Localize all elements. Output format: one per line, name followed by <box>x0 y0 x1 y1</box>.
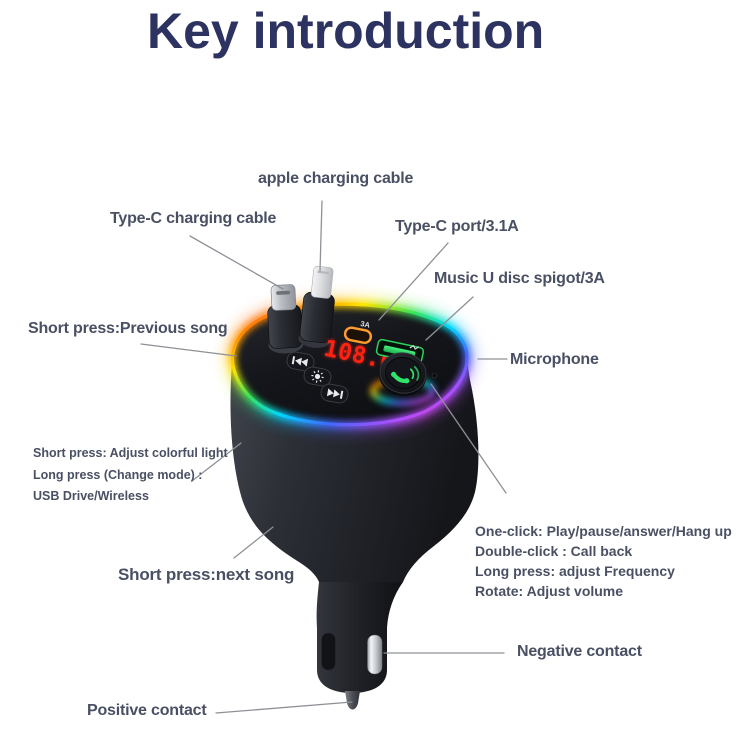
knob-line-3: Long press: adjust Frequency <box>475 563 675 579</box>
callout-label-positive-contact: Positive contact <box>87 702 207 719</box>
callout-label-usb-port: Music U disc spigot/3A <box>434 270 605 287</box>
callout-line-positive-contact <box>215 701 353 714</box>
callout-label-next-song: Short press:next song <box>118 565 295 584</box>
next-track-button[interactable] <box>320 383 350 404</box>
multifunction-knob[interactable] <box>375 349 430 400</box>
lightning-connector <box>298 265 335 348</box>
fast-charge-3a-icon: 3A <box>360 319 372 330</box>
light-button-line-1: Short press: Adjust colorful light <box>33 446 228 460</box>
microphone-hole <box>431 372 438 379</box>
light-button-line-3: USB Drive/Wireless <box>33 489 149 503</box>
colorful-light-icon <box>311 370 324 383</box>
page-title: Key introduction <box>147 3 545 59</box>
callout-label-negative-contact: Negative contact <box>517 643 642 660</box>
callout-block-light-button: Short press: Adjust colorful light Long … <box>33 443 228 508</box>
callout-lines <box>140 200 508 714</box>
callout-line-usb-port <box>425 296 474 341</box>
previous-track-icon <box>291 356 309 367</box>
knob-line-1: One-click: Play/pause/answer/Hang up <box>475 523 732 539</box>
knob-line-4: Rotate: Adjust volume <box>475 583 624 599</box>
typec-output-port <box>343 326 373 344</box>
callout-line-typec-port <box>378 242 449 321</box>
callout-line-apple-cable <box>319 200 323 272</box>
callout-label-typec-cable: Type-C charging cable <box>110 210 277 227</box>
positive-contact-tip <box>345 691 360 710</box>
callout-line-knob <box>430 383 507 494</box>
side-contact <box>321 632 336 671</box>
callout-label-apple-cable: apple charging cable <box>258 170 414 187</box>
previous-track-button[interactable] <box>286 351 316 372</box>
callout-label-microphone: Microphone <box>510 351 599 368</box>
callout-line-typec-cable <box>189 235 284 290</box>
negative-contact-strip <box>367 634 383 675</box>
knob-line-2: Double-click : Call back <box>475 543 633 559</box>
callout-label-prev-song: Short press:Previous song <box>28 320 228 337</box>
usb-icon <box>409 344 420 350</box>
callout-line-light-button <box>191 442 242 482</box>
callout-line-next-song <box>233 526 274 559</box>
phone-call-icon <box>391 366 420 384</box>
typec-connector <box>267 284 304 354</box>
callout-line-prev-song <box>140 343 237 357</box>
colorful-light-button[interactable] <box>303 366 333 387</box>
callout-block-knob: One-click: Play/pause/answer/Hang up Dou… <box>475 521 732 601</box>
next-track-icon <box>326 388 344 399</box>
light-button-line-2: Long press (Change mode) : <box>33 467 203 482</box>
callout-label-typec-port: Type-C port/3.1A <box>395 218 519 235</box>
